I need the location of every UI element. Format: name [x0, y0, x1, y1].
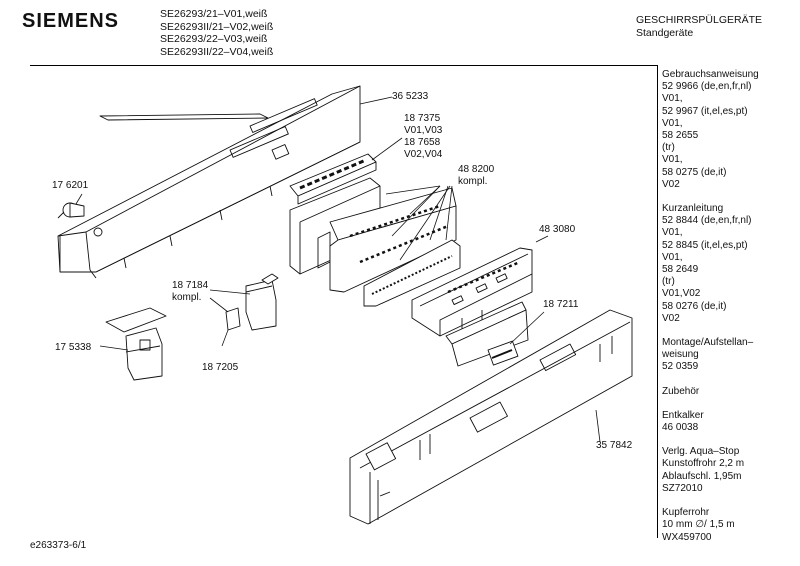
control-panel-fascia: [57, 85, 361, 279]
part-label-switch-component: 18 7205: [202, 362, 239, 373]
switch-assembly: [225, 273, 279, 331]
frame-top-rule: [30, 65, 657, 66]
brand-logo: SIEMENS: [22, 10, 120, 32]
model-list: SE26293/21–V01,weiß SE26293II/21–V02,wei…: [160, 8, 273, 58]
frame-side-rule: [657, 65, 658, 538]
aqua-stop-valve: [105, 307, 167, 381]
sidebar-line: V01,: [662, 93, 683, 105]
category-title: GESCHIRRSPÜLGERÄTE: [636, 14, 763, 26]
part-label-display-b: 18 7658: [404, 137, 441, 148]
drawing-reference: e263373-6/1: [30, 540, 87, 551]
sidebar-line: WX459700: [662, 531, 712, 543]
part-label-small-board: 18 7211: [543, 299, 579, 310]
sidebar-line: V01,: [662, 227, 683, 239]
sidebar-line: 58 0276 (de,it): [662, 300, 727, 312]
model-line: SE26293II/21–V02,weiß: [160, 20, 274, 33]
sidebar-line: V01,: [662, 154, 683, 166]
sidebar-line: Montage/Aufstellan–: [662, 337, 754, 349]
sidebar-line: 52 9966 (de,en,fr,nl): [662, 81, 752, 93]
sidebar-block: Zubehör: [662, 386, 797, 398]
part-label-display-a: 18 7375: [404, 113, 441, 124]
model-line: SE26293/22–V03,weiß: [160, 33, 268, 45]
part-label-bracket: 48 3080: [539, 224, 576, 235]
sidebar-line: V01,: [662, 117, 683, 129]
part-label-housing: 35 7842: [596, 440, 633, 451]
sidebar-line: 52 9967 (it,el,es,pt): [662, 105, 748, 117]
sidebar-line: V02: [662, 312, 680, 324]
small-circuit-board: [445, 301, 529, 367]
retaining-clip: [57, 202, 85, 219]
sidebar-line: 58 2649: [662, 264, 699, 276]
sidebar-line: Kunstoffrohr 2,2 m: [662, 458, 745, 470]
sidebar-line: 10 mm ∅/ 1,5 m: [662, 519, 735, 531]
sidebar-line: weisung: [662, 349, 699, 361]
product-category: GESCHIRRSPÜLGERÄTE Standgeräte: [636, 14, 762, 39]
leader-lines: [75, 96, 601, 443]
part-label-clip: 17 6201: [52, 180, 89, 191]
part-label-fascia: 36 5233: [392, 91, 429, 102]
sidebar-line: Gebrauchsanweisung: [662, 69, 759, 80]
sidebar-line: V02: [662, 178, 680, 190]
sidebar-line: V01,: [662, 251, 683, 263]
sidebar-line: 46 0038: [662, 422, 699, 434]
sidebar-line: Entkalker: [662, 409, 704, 421]
sidebar-line: Zubehör: [662, 385, 700, 397]
part-label-switch-note: kompl.: [172, 292, 202, 303]
sidebar-line: V01,V02: [662, 288, 701, 300]
model-line: SE26293/21–V01,weiß: [160, 8, 268, 20]
part-label-display-b-variants: V02,V04: [404, 149, 443, 160]
sidebar-line: SZ72010: [662, 482, 703, 494]
sidebar-line: Verlg. Aqua–Stop: [662, 446, 740, 458]
sidebar-line: 58 0275 (de,it): [662, 166, 727, 178]
sidebar-line: 52 8844 (de,en,fr,nl): [662, 215, 752, 227]
sidebar-line: 58 2655: [662, 130, 699, 142]
display-strip: [289, 153, 377, 205]
sidebar-line: 52 0359: [662, 361, 699, 373]
part-label-module: 48 8200: [458, 164, 495, 175]
model-line: SE26293II/22–V04,weiß: [160, 45, 274, 58]
part-label-switch: 18 7184: [172, 280, 209, 291]
part-label-valve: 17 5338: [55, 342, 92, 353]
sidebar-line: (tr): [662, 142, 675, 154]
electronic-module: [289, 177, 461, 307]
sidebar-line: Kupferrohr: [662, 507, 710, 519]
sidebar-line: Ablaufschl. 1,95m: [662, 470, 742, 482]
sidebar-line: 52 8845 (it,el,es,pt): [662, 239, 748, 251]
main-housing: [349, 309, 633, 525]
part-label-display-a-variants: V01,V03: [404, 125, 443, 136]
category-subtitle: Standgeräte: [636, 26, 694, 39]
sidebar-line: (tr): [662, 276, 675, 288]
part-label-module-note: kompl.: [458, 176, 488, 187]
fascia-bracket: [411, 247, 533, 337]
sidebar-line: Kurzanleitung: [662, 203, 724, 215]
